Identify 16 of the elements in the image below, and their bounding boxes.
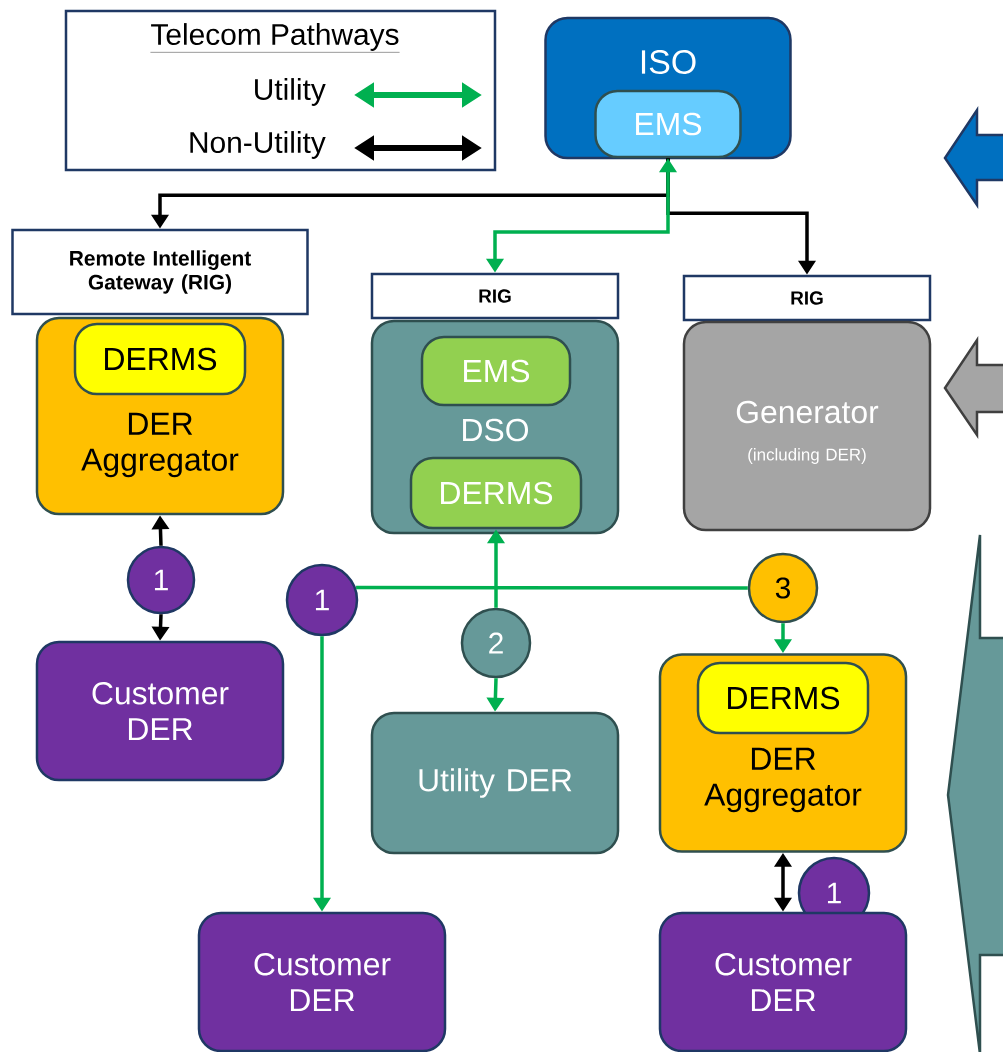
legend-label: Utility [255, 78, 326, 106]
derms-box: DERMS [696, 661, 870, 735]
customer-der-box: Customer DER [197, 911, 447, 1052]
generator-box: Generator (including DER) [682, 320, 932, 532]
utility-der-box: Utility DER [370, 711, 620, 855]
customer-der-box: Customer DER [35, 640, 285, 782]
gateway-box: RIG [682, 274, 932, 322]
gateway-box: RIG [370, 272, 620, 320]
ems-box: EMS [420, 335, 572, 407]
derms-box: DERMS [409, 456, 583, 530]
derms-box: DERMS [73, 322, 247, 396]
ems-box: EMS [594, 89, 742, 159]
connector-line [356, 585, 748, 590]
legend-label: Non-Utility [190, 131, 326, 159]
gateway-box: Remote Intelligent Gateway (RIG) [11, 228, 309, 316]
legend-title: Telecom Pathways [150, 23, 400, 53]
